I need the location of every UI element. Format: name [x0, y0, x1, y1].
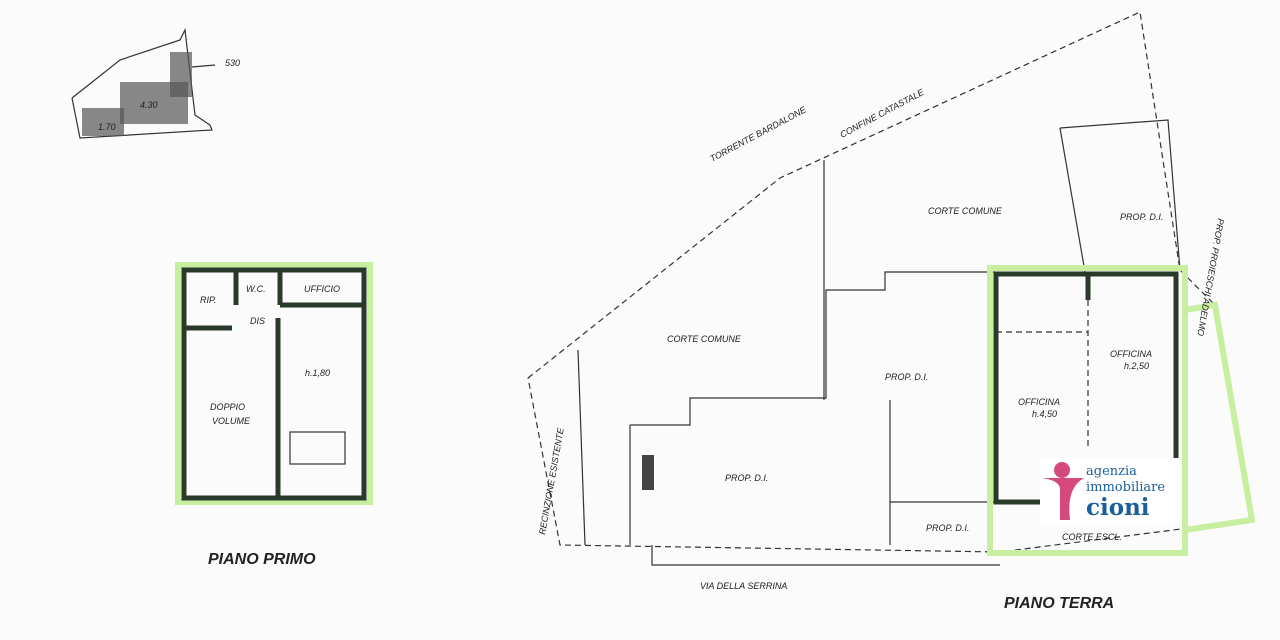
keymap-label-b: 1.70	[98, 122, 116, 132]
key-map: 530 4.30 1.70	[71, 27, 240, 139]
prop-di-label: PROP. D.I.	[1120, 212, 1163, 222]
logo-mark-icon	[1042, 462, 1084, 520]
prop-di-label-2: PROP. D.I.	[885, 372, 928, 382]
logo-line-1: agenzia	[1086, 464, 1137, 479]
confine-label: CONFINE CATASTALE	[838, 87, 926, 140]
logo-line-3: cioni	[1086, 494, 1150, 521]
piano-terra-title: PIANO TERRA	[1004, 595, 1114, 612]
prop-di-label-3: PROP. D.I.	[725, 473, 768, 483]
keymap-label-a: 4.30	[140, 100, 158, 110]
officina-label-2: OFFICINA	[1110, 349, 1152, 359]
piano-primo-plan	[175, 262, 373, 505]
recinzione-label: RECINZIONE ESISTENTE	[537, 426, 566, 535]
corte-comune-label: CORTE COMUNE	[928, 206, 1003, 216]
logo-line-2: immobiliare	[1086, 480, 1166, 495]
piano-primo-title: PIANO PRIMO	[208, 551, 316, 568]
neighbor-label: PROP. PROIESCHI ADELMO	[1195, 218, 1226, 337]
agency-logo: agenzia immobiliare cioni	[1040, 458, 1180, 524]
room-wc: W.C.	[246, 284, 266, 294]
street-label: VIA DELLA SERRINA	[700, 581, 787, 591]
room-dis: DIS	[250, 316, 265, 326]
corte-comune-label-2: CORTE COMUNE	[667, 334, 742, 344]
room-rip: RIP.	[200, 295, 216, 305]
officina-height: h.4,50	[1032, 409, 1057, 419]
room-height: h.1,80	[305, 368, 330, 378]
keymap-arrow-label: 530	[225, 58, 240, 68]
room-doppio-volume: DOPPIO	[210, 402, 245, 412]
prop-di-label-4: PROP. D.I.	[926, 523, 969, 533]
officina-label: OFFICINA	[1018, 397, 1060, 407]
room-ufficio: UFFICIO	[304, 284, 340, 294]
room-doppio-volume-2: VOLUME	[212, 416, 251, 426]
officina-height-2: h.2,50	[1124, 361, 1149, 371]
torrente-label: TORRENTE BARDALONE	[708, 104, 808, 164]
piano-terra-plan	[527, 11, 1256, 566]
